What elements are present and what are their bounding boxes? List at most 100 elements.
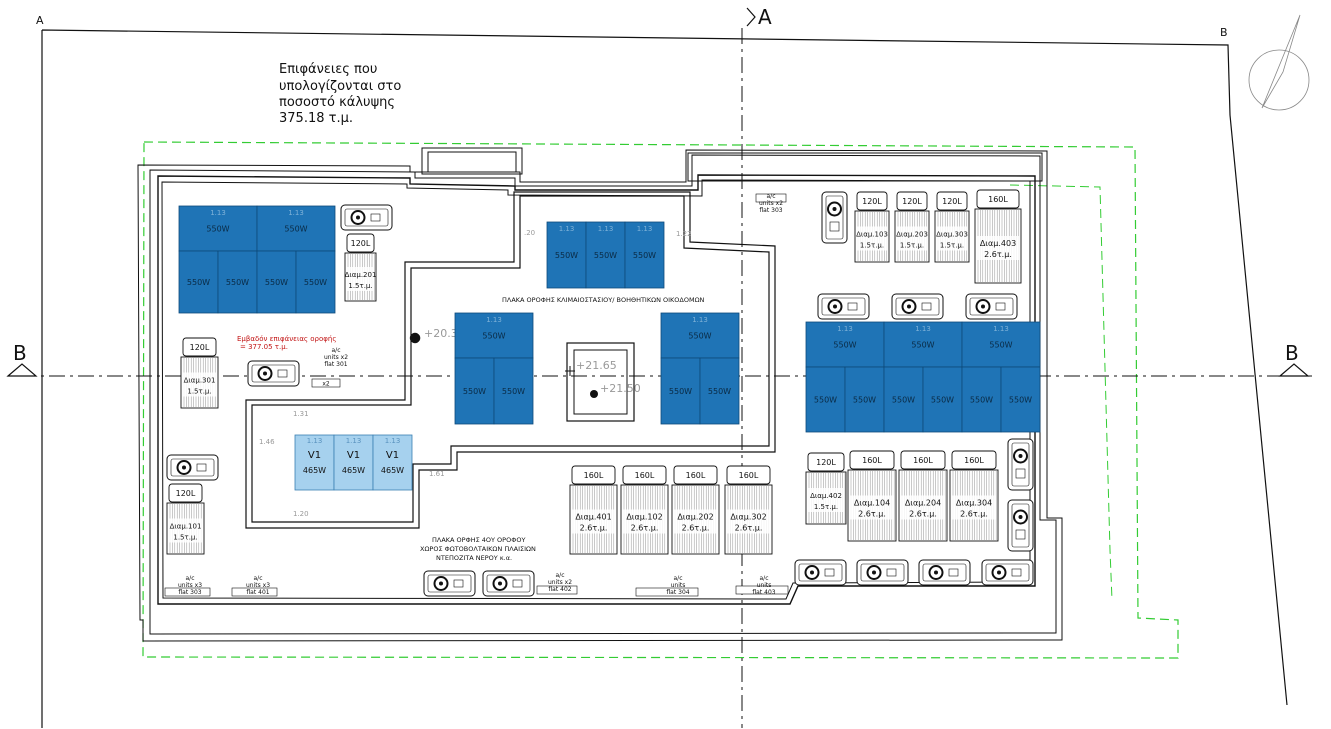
dim-131: 1.31	[293, 410, 309, 418]
panel-label: 465W	[342, 466, 365, 475]
ac-label-line: units x3	[246, 582, 270, 589]
heater-capacity: 120L	[190, 343, 210, 352]
corner-b-label: B	[1220, 26, 1228, 39]
heater-area: 1.5τ.μ.	[940, 242, 964, 250]
ac-label-line: a/c	[186, 575, 195, 582]
heater-capacity: 160L	[584, 471, 604, 480]
panel-label: 550W	[502, 387, 525, 396]
panel-dim: 1.13	[598, 225, 614, 233]
title-line-3: ποσοστό κάλυψης	[279, 95, 395, 110]
solar-panel: 550W	[922, 366, 963, 433]
building-outline	[137, 147, 1063, 642]
panel-label: 550W	[284, 225, 307, 234]
roof-area-value: = 377.05 τ.μ.	[240, 343, 288, 351]
panel-label: 550W	[970, 396, 993, 405]
heater-capacity: 120L	[816, 458, 836, 467]
level-markers: +20.35 +21.65 +21.50	[409, 327, 641, 398]
panel-label: 550W	[931, 396, 954, 405]
heater-name: Διαμ.204	[905, 499, 941, 508]
lower-roof-caption-2: ΧΩΡΟΣ ΦΩΤΟΒΟΛΤΑΙΚΩΝ ΠΛΑΙΣΙΩΝ	[420, 545, 536, 553]
ac-condenser-icon	[965, 293, 1018, 320]
heater-area: 2.6τ.μ.	[735, 524, 763, 533]
solar-panel: 550W	[178, 250, 219, 314]
heater-capacity: 160L	[913, 456, 933, 465]
solar-panel: 550W	[1000, 366, 1041, 433]
section-b-label-left: B	[13, 341, 27, 365]
plot-boundary	[41, 29, 1288, 728]
coverage-title: Επιφάνειες που υπολογίζονται στο ποσοστό…	[279, 62, 401, 126]
panel-label: 550W	[989, 341, 1012, 350]
heater-name: Διαμ.102	[626, 513, 662, 522]
dimension-labels: .20 1.22 1.31 1.46 1.20 1.61	[259, 229, 692, 518]
heater-name: Διαμ.201	[345, 271, 377, 279]
ac-label-flat: flat 403	[752, 589, 775, 596]
dim-161: 1.61	[429, 470, 445, 478]
title-line-4: 375.18 τ.μ.	[279, 111, 353, 126]
panel-label: 550W	[708, 387, 731, 396]
solar-panel: 550W	[256, 250, 297, 314]
heater-name: Διαμ.303	[936, 231, 968, 239]
ac-condenser-icon	[166, 454, 219, 481]
panel-dim: 1.13	[637, 225, 653, 233]
section-line-a: A	[741, 5, 772, 728]
panel-dim: 1.13	[915, 325, 931, 333]
panel-dim: 1.13	[486, 316, 502, 324]
panel-label: 550W	[555, 251, 578, 260]
panel-label: 465W	[381, 466, 404, 475]
heater-name: Διαμ.402	[810, 492, 842, 500]
panel-type: V1	[386, 450, 399, 461]
panel-type: V1	[347, 450, 360, 461]
heater-area: 2.6τ.μ.	[580, 524, 608, 533]
heater-name: Διαμ.302	[730, 513, 766, 522]
ac-label-line: units x2	[548, 579, 572, 586]
panel-dim: 1.13	[385, 437, 401, 445]
heater-name: Διαμ.304	[956, 499, 992, 508]
panel-label: 550W	[853, 396, 876, 405]
heater-area: 1.5τ.μ.	[348, 282, 372, 290]
heater-capacity: 120L	[862, 197, 882, 206]
panel-label: 550W	[482, 332, 505, 341]
panel-label: 550W	[911, 341, 934, 350]
heater-name: Διαμ.301	[184, 377, 216, 385]
ac-condenser-icon	[340, 204, 393, 231]
ac-label-line: a/c	[332, 347, 341, 354]
panel-label: 550W	[594, 251, 617, 260]
heater-name: Διαμ.203	[896, 231, 928, 239]
solar-panel: 550W	[493, 357, 534, 425]
ac-label-flat: flat 304	[666, 589, 689, 596]
heater-name: Διαμ.202	[677, 513, 713, 522]
panel-label: 465W	[303, 466, 326, 475]
solar-panel: 1.13 550W	[454, 312, 534, 359]
heater-area: 1.5τ.μ.	[900, 242, 924, 250]
panel-label: 550W	[633, 251, 656, 260]
ac-condenser-icon	[247, 360, 300, 387]
ac-label-line: a/c	[760, 575, 769, 582]
ac-condenser-icon	[981, 559, 1034, 586]
ac-condenser-icon	[891, 293, 944, 320]
heater-area: 2.6τ.μ.	[631, 524, 659, 533]
solar-panel: 1.13 550W	[585, 221, 626, 289]
heater-area: 2.6τ.μ.	[960, 510, 988, 519]
solar-panel: 550W	[295, 250, 336, 314]
panel-label: 550W	[688, 332, 711, 341]
panel-dim: 1.13	[837, 325, 853, 333]
ac-count-badge: x2	[322, 381, 330, 388]
